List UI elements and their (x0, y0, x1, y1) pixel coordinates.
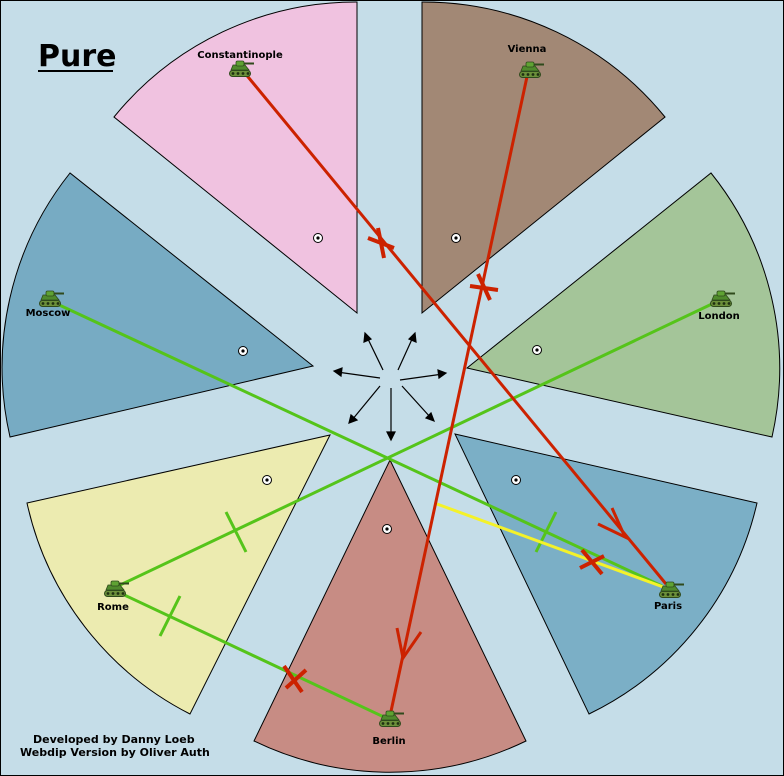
move-order-line (242, 71, 668, 585)
supply-center-icon (382, 524, 392, 534)
center-arrows-icon (332, 331, 448, 442)
move-arrowhead (395, 627, 423, 662)
orders-layer (54, 71, 715, 720)
supply-center-icon (451, 233, 461, 243)
territory-constantinople[interactable] (113, 1, 358, 315)
supply-center-icon (262, 475, 272, 485)
support-tick-mark (534, 511, 558, 553)
territory-label-moscow: Moscow (26, 308, 71, 319)
territory-label-london: London (698, 311, 740, 322)
support-hold-line (117, 590, 387, 720)
territory-moscow[interactable] (1, 172, 315, 438)
territory-label-vienna: Vienna (508, 44, 547, 55)
supply-center-icon (313, 233, 323, 243)
territory-london[interactable] (465, 172, 781, 438)
territory-vienna[interactable] (421, 1, 666, 315)
territory-berlin[interactable] (253, 458, 527, 773)
failed-order-marks (282, 227, 605, 694)
territory-label-berlin: Berlin (372, 736, 405, 747)
territory-label-rome: Rome (97, 602, 129, 613)
supply-center-icon (532, 345, 542, 355)
credits-line-2: Webdip Version by Oliver Auth (20, 746, 210, 759)
move-arrowhead (597, 507, 629, 541)
move-order-line (388, 71, 530, 717)
supply-center-icon (511, 475, 521, 485)
support-hold-line (436, 502, 667, 590)
support-tick-mark (224, 511, 248, 553)
support-order-line (54, 301, 663, 588)
supply-center-icon (238, 346, 248, 356)
map-title: Pure (38, 39, 117, 74)
territory-rome[interactable] (26, 434, 331, 715)
territory-label-constantinople: Constantinople (197, 50, 283, 61)
territory-paris[interactable] (454, 433, 758, 715)
support-tick-mark (158, 595, 182, 637)
support-order-line (117, 301, 715, 588)
credits-line-1: Developed by Danny Loeb (33, 733, 195, 746)
territory-label-paris: Paris (654, 601, 682, 612)
